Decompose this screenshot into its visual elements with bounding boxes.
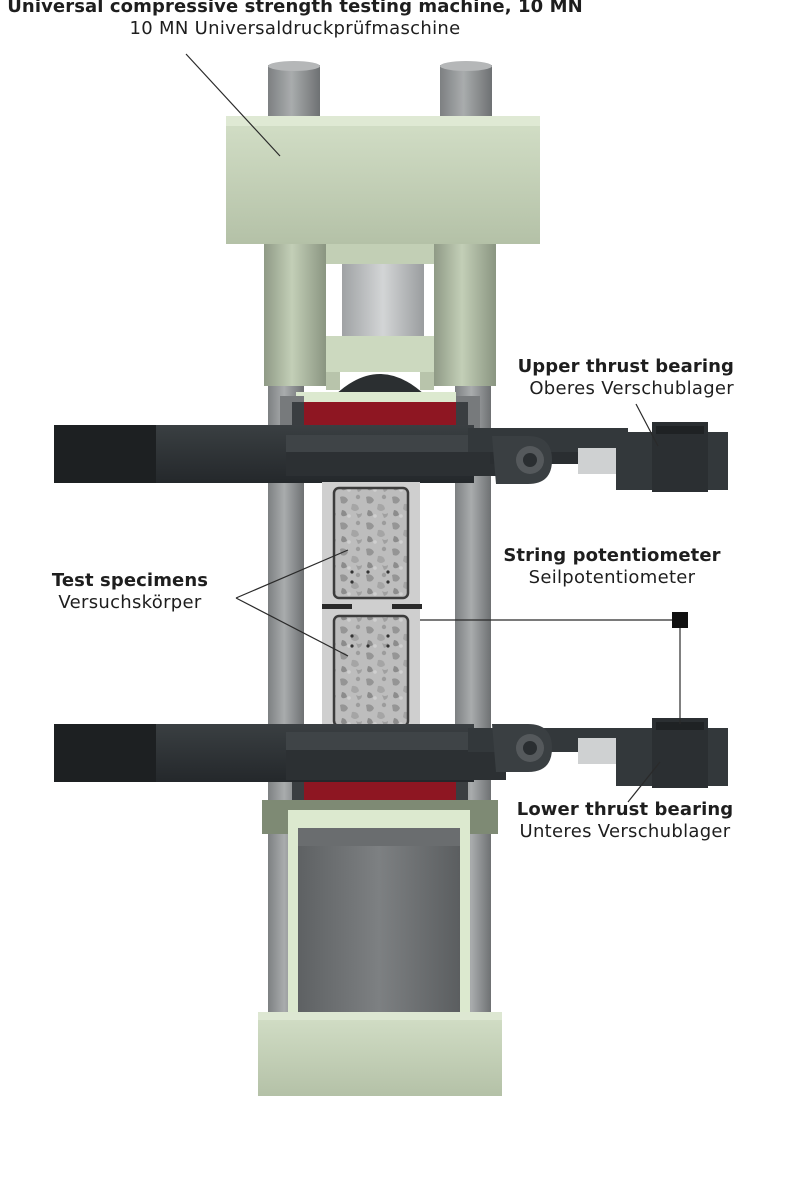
label-lower-bearing-title: Lower thrust bearing: [516, 799, 734, 820]
machine-base: [258, 1012, 502, 1096]
label-machine: Universal compressive strength testing m…: [0, 0, 590, 38]
label-test-specimens-subtitle: Versuchskörper: [58, 592, 202, 613]
label-lower-bearing-subtitle: Unteres Verschublager: [519, 821, 731, 842]
label-machine-title: Universal compressive strength testing m…: [7, 0, 583, 17]
label-machine-subtitle: 10 MN Universaldruckprüfmaschine: [129, 18, 461, 39]
label-string-potentiometer: String potentiometer Seilpotentiometer: [496, 547, 728, 587]
label-string-potentiometer-title: String potentiometer: [503, 545, 721, 566]
label-lower-bearing: Lower thrust bearing Unteres Verschublag…: [500, 801, 750, 841]
test-specimens: [322, 482, 422, 738]
ram: [280, 264, 480, 428]
leader-lines: [185, 53, 681, 803]
top-crosshead: [226, 116, 540, 244]
label-string-potentiometer-subtitle: Seilpotentiometer: [528, 567, 696, 588]
lower-beam: [54, 718, 728, 788]
label-upper-bearing-title: Upper thrust bearing: [517, 356, 734, 377]
label-upper-bearing: Upper thrust bearing Oberes Verschublage…: [518, 358, 734, 398]
label-test-specimens-title: Test specimens: [51, 570, 209, 591]
upper-beam: [54, 422, 728, 492]
lower-cylinder: [262, 800, 498, 1018]
label-test-specimens: Test specimens Versuchskörper: [40, 572, 220, 612]
top-guide-rods: [268, 61, 492, 125]
label-upper-bearing-subtitle: Oberes Verschublager: [529, 378, 734, 399]
string-potentiometer-sensor: [672, 612, 688, 628]
hydraulic-columns: [264, 244, 496, 386]
lower-specimen: [332, 614, 410, 728]
upper-specimen: [332, 486, 410, 600]
